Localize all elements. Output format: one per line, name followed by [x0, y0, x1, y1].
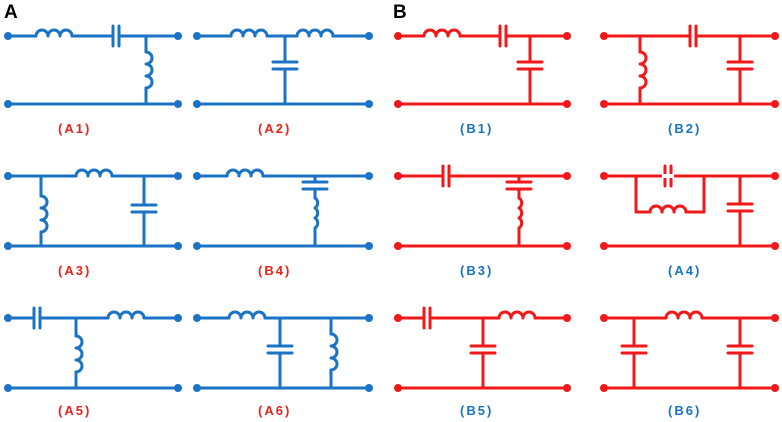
capacitor-gap	[662, 174, 674, 178]
inductor-icon	[144, 50, 154, 90]
terminals-a6	[193, 314, 373, 392]
circuit-label-a1: (A1)	[58, 121, 91, 136]
terminals-a3	[4, 172, 182, 250]
circuit-label-b2: (B2)	[668, 121, 701, 136]
inductor-icon	[422, 28, 462, 38]
inductor-icon	[638, 50, 648, 90]
circuit-label-a6: (A6)	[258, 403, 291, 418]
inductor-icon	[106, 310, 146, 320]
terminals-b6	[600, 314, 779, 392]
terminals-a2	[193, 32, 373, 108]
circuit-a4-right	[602, 164, 777, 248]
circuit-a3	[6, 168, 180, 248]
inductor-icon	[74, 168, 114, 178]
terminals-a1	[4, 32, 182, 108]
circuit-b3	[396, 164, 569, 248]
inductor-icon	[227, 310, 267, 320]
circuit-b4-left	[195, 168, 371, 248]
inductor-icon	[225, 168, 265, 178]
inductor-icon	[329, 332, 339, 372]
inductor-icon	[313, 196, 320, 230]
inductor-icon	[497, 310, 537, 320]
terminals-b4-left	[193, 172, 373, 250]
inductor-icon	[517, 196, 524, 230]
terminals-b1	[394, 32, 571, 108]
circuit-label-a3: (A3)	[58, 263, 91, 278]
circuit-label-b3: (B3)	[460, 263, 493, 278]
circuit-label-b6: (B6)	[668, 403, 701, 418]
terminals-b3	[394, 172, 571, 250]
circuit-a1	[6, 24, 180, 106]
inductor-icon	[34, 28, 74, 38]
inductor-icon	[648, 204, 688, 214]
circuit-a6	[195, 310, 371, 390]
terminals-a5	[4, 314, 182, 392]
inductor-icon	[74, 334, 84, 374]
circuit-b5	[396, 306, 569, 390]
circuit-a2	[195, 28, 371, 106]
circuit-b1	[396, 24, 569, 106]
circuit-label-b4-left: (B4)	[258, 263, 291, 278]
circuit-label-b5: (B5)	[460, 403, 493, 418]
circuit-label-a4-right: (A4)	[668, 263, 701, 278]
inductor-icon	[39, 194, 49, 234]
panel-label-a: A	[4, 2, 18, 23]
terminals-a4-right	[600, 172, 779, 250]
circuit-b6	[602, 310, 777, 390]
circuit-label-a2: (A2)	[258, 121, 291, 136]
panel-label-b: B	[393, 2, 407, 23]
circuit-b2	[602, 24, 777, 106]
inductor-icon	[295, 28, 335, 38]
terminals-b2	[600, 32, 779, 108]
circuit-label-b1: (B1)	[460, 121, 493, 136]
terminals-b5	[394, 314, 571, 392]
circuit-label-a5: (A5)	[58, 403, 91, 418]
inductor-icon	[664, 310, 704, 320]
circuit-a5	[6, 306, 180, 390]
inductor-icon	[229, 28, 269, 38]
